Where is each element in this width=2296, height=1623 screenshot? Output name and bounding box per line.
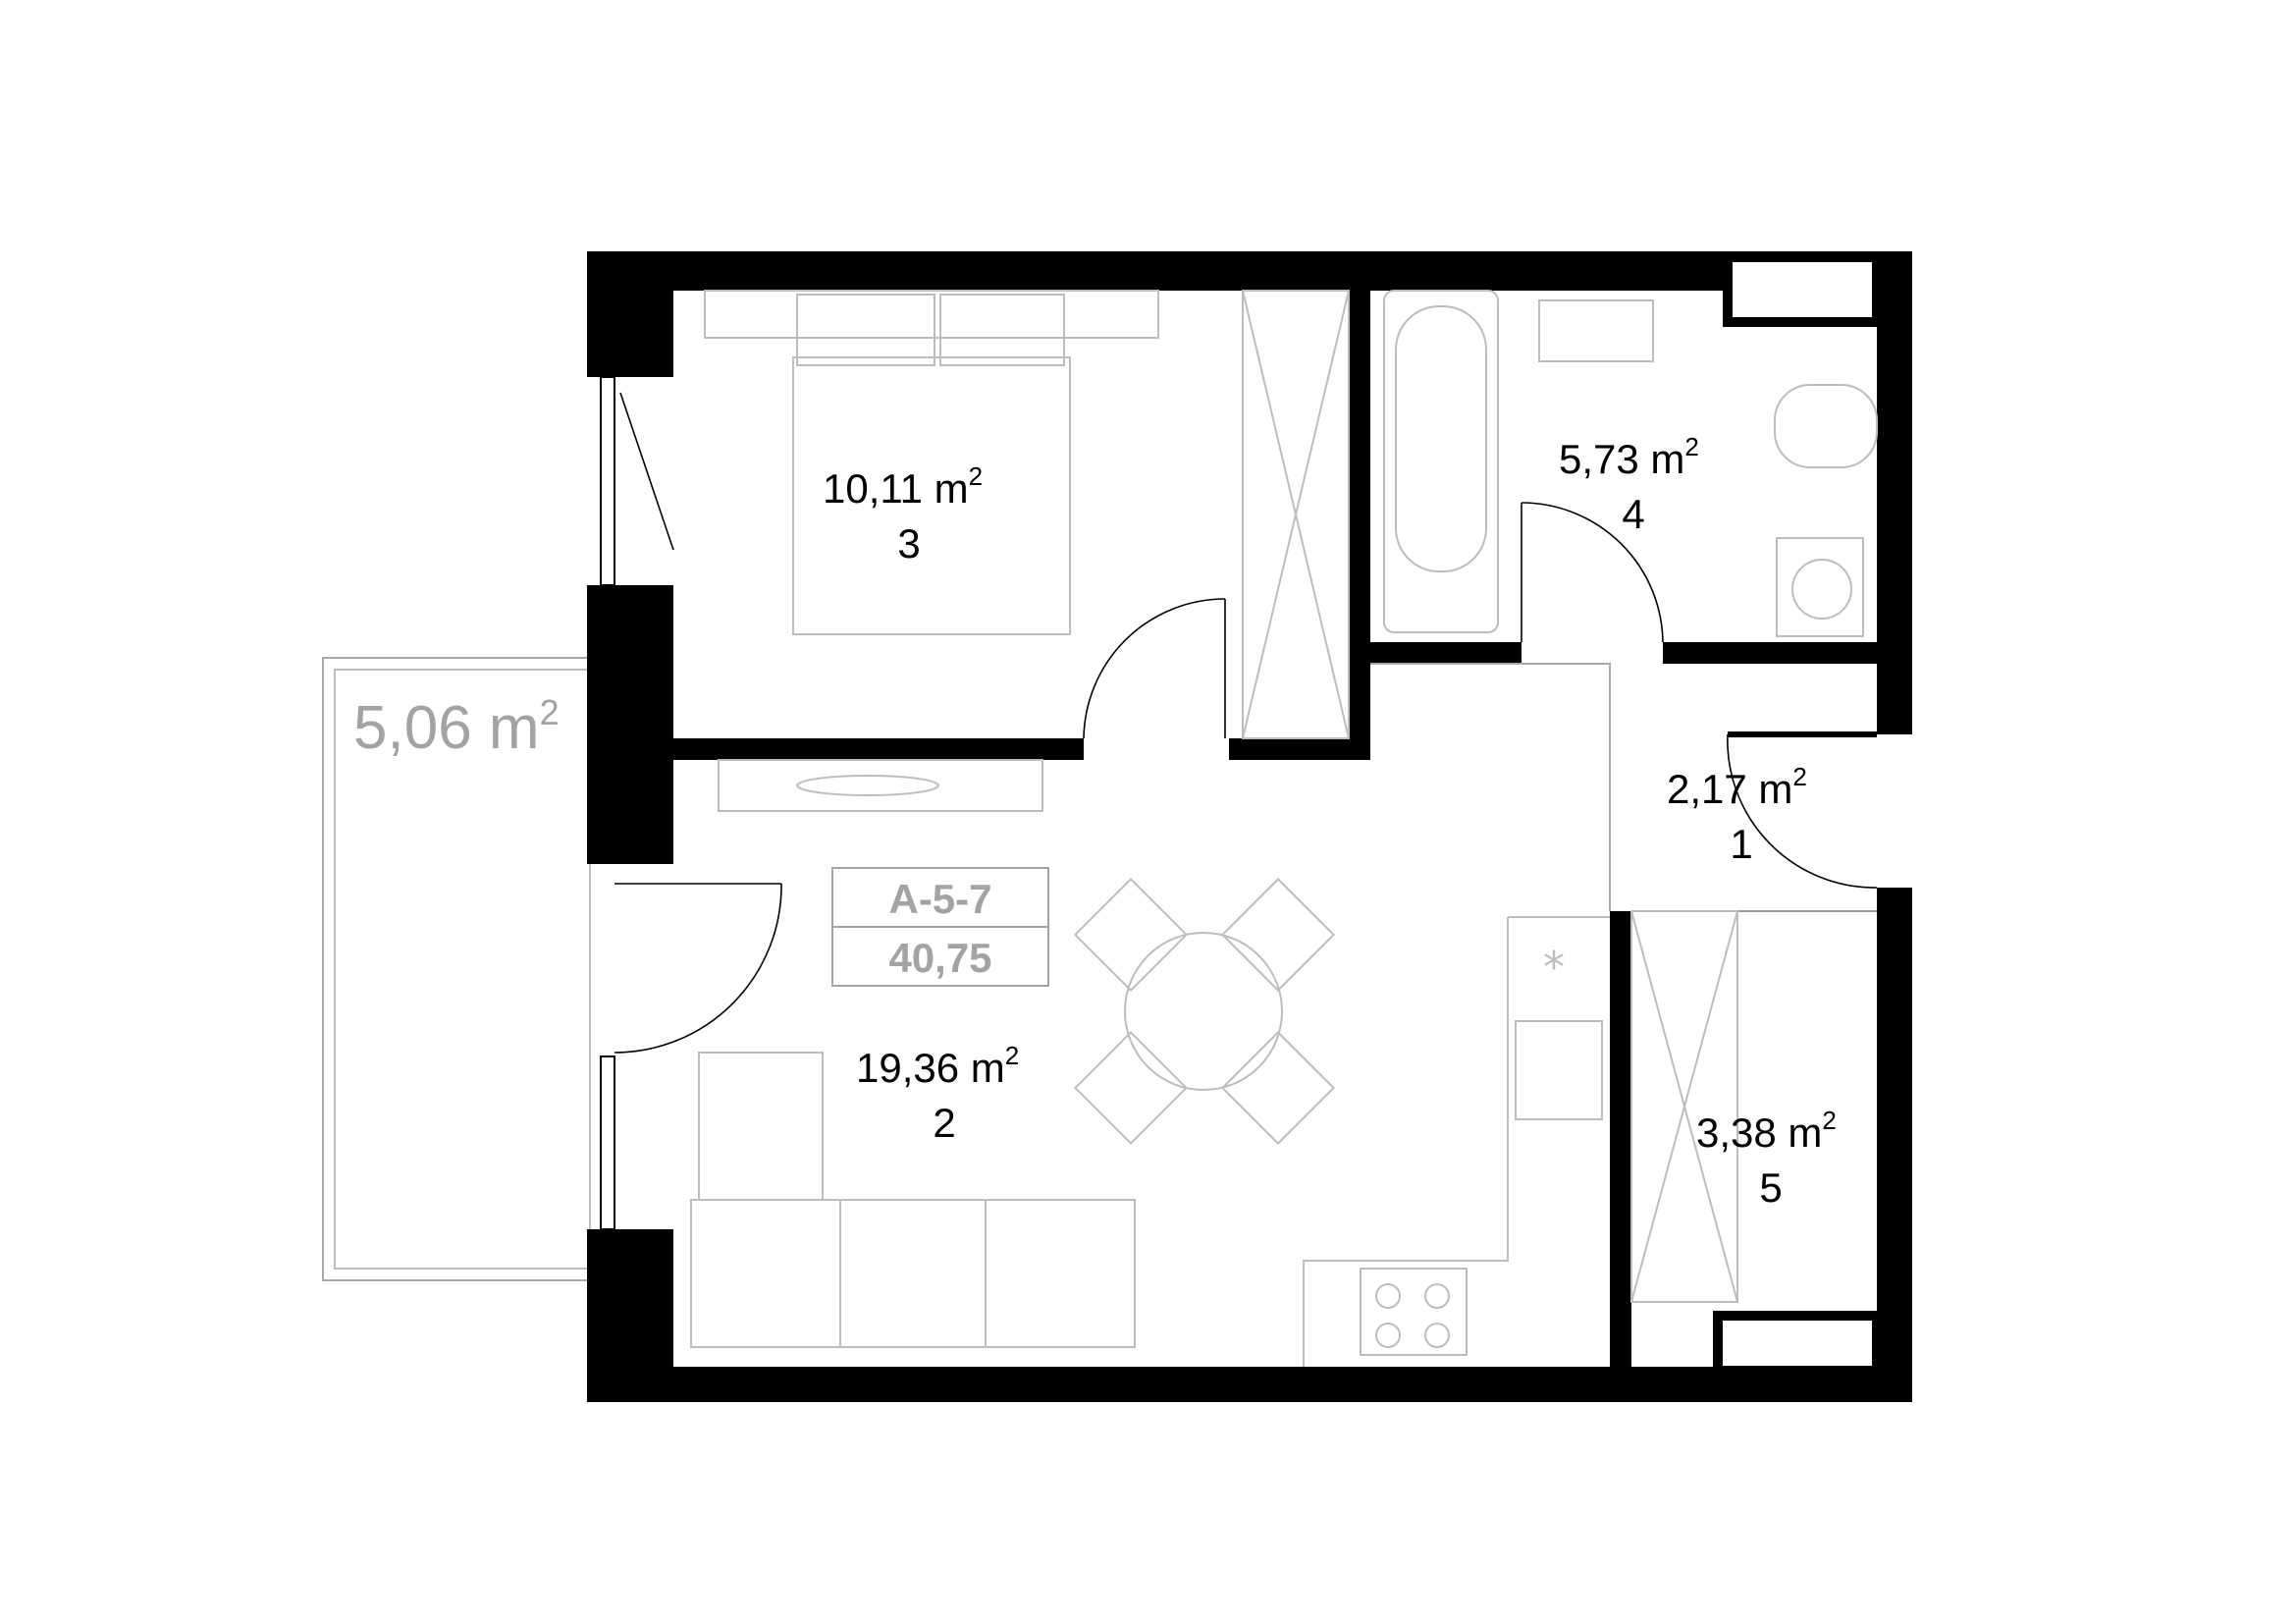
storage-fixtures xyxy=(1630,910,1738,1303)
room-2-area: 19,36 m2 xyxy=(856,1041,1019,1091)
bedroom-wall-right xyxy=(1229,738,1366,760)
room-1-area: 2,17 m2 xyxy=(1667,762,1807,812)
room-1-label: 2,17 m2 1 xyxy=(1667,762,1807,867)
living-window xyxy=(600,1055,615,1230)
chair-top-left xyxy=(1074,878,1188,992)
tv-stand xyxy=(718,759,1043,812)
bedroom-wall-left xyxy=(673,738,1084,760)
armchair xyxy=(698,1052,824,1201)
chair-bottom-right xyxy=(1221,1031,1335,1145)
bathroom-bottom-wall-right xyxy=(1663,642,1877,664)
washing-machine-drum xyxy=(1791,559,1852,620)
exterior-walls xyxy=(587,251,1912,1402)
room-1-number: 1 xyxy=(1730,821,1752,867)
bottom-wall xyxy=(587,1367,1912,1402)
room-5-area: 3,38 m2 xyxy=(1696,1106,1837,1156)
pillow-right xyxy=(939,294,1065,366)
storage-cross-b xyxy=(1630,910,1738,1303)
hall-outline xyxy=(1370,663,1611,911)
pillow-left xyxy=(796,294,935,366)
cooktop xyxy=(1360,1268,1468,1356)
kitchen-counter xyxy=(1303,916,1610,1367)
fridge-icon: * xyxy=(1543,943,1565,993)
burner-3 xyxy=(1375,1323,1401,1348)
washbasin xyxy=(1538,299,1654,362)
room-3-number: 3 xyxy=(897,520,920,567)
room-2-label: 19,36 m2 2 xyxy=(856,1041,1019,1146)
burner-2 xyxy=(1424,1283,1450,1309)
room-4-area: 5,73 m2 xyxy=(1559,432,1699,482)
right-wall-bottom xyxy=(1877,888,1912,1402)
bedroom-window xyxy=(600,376,615,586)
wardrobe xyxy=(1242,290,1350,739)
entry-door-swing xyxy=(1727,733,1878,889)
wardrobe-cross-b xyxy=(1242,290,1350,739)
wardrobe-wall xyxy=(1349,291,1370,760)
burner-1 xyxy=(1375,1283,1401,1309)
bathtub xyxy=(1383,290,1499,633)
tv xyxy=(796,775,939,796)
unit-total-area: 40,75 xyxy=(888,935,991,981)
left-wall-middle xyxy=(587,585,673,864)
storage-shaft xyxy=(1713,1311,1882,1376)
bedroom-furniture xyxy=(704,290,1350,739)
toilet xyxy=(1774,384,1878,468)
bed xyxy=(792,356,1071,635)
sink xyxy=(1515,1020,1603,1120)
sofa xyxy=(690,1199,1136,1348)
bathroom-bottom-wall-left xyxy=(1349,642,1522,664)
right-wall-top xyxy=(1877,251,1912,734)
chair-top-right xyxy=(1221,878,1335,992)
left-wall-top xyxy=(587,251,673,377)
room-2-number: 2 xyxy=(933,1100,955,1146)
washing-machine xyxy=(1776,537,1864,637)
living-furniture: * xyxy=(690,759,1610,1367)
dining-table xyxy=(1124,932,1283,1091)
bathtub-inner xyxy=(1395,305,1487,572)
balcony-area-label: 5,06 m2 xyxy=(353,692,560,762)
chair-bottom-left xyxy=(1074,1031,1188,1145)
balcony xyxy=(322,657,591,1281)
doors xyxy=(614,392,1878,1054)
room-3-area: 10,11 m2 xyxy=(823,461,983,512)
room-5-label: 3,38 m2 5 xyxy=(1696,1106,1837,1211)
room-5-number: 5 xyxy=(1759,1164,1782,1211)
burner-4 xyxy=(1424,1323,1450,1348)
window-sash xyxy=(619,392,674,551)
room-3-label: 10,11 m2 3 xyxy=(823,461,983,567)
storage-shelf xyxy=(1630,910,1738,1303)
top-wall xyxy=(587,251,1912,291)
bedroom-door-swing xyxy=(1083,598,1226,739)
bathroom-shaft xyxy=(1723,252,1882,327)
bathroom-door-swing xyxy=(1521,502,1664,643)
bathroom-fixtures xyxy=(1383,290,1878,637)
interior-walls xyxy=(673,291,1877,1367)
unit-badge: A-5-7 40,75 xyxy=(831,867,1049,987)
balcony-door-swing xyxy=(614,883,782,1054)
storage-wall xyxy=(1610,911,1631,1367)
balcony-inner-outline xyxy=(334,669,591,1270)
headboard xyxy=(704,290,1159,339)
room-4-label: 5,73 m2 4 xyxy=(1559,432,1699,537)
unit-code: A-5-7 xyxy=(888,876,991,922)
room-4-number: 4 xyxy=(1622,491,1644,537)
